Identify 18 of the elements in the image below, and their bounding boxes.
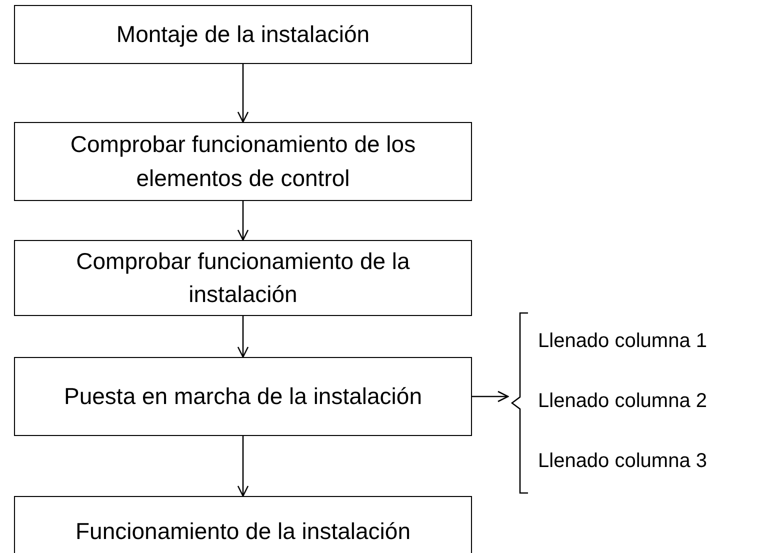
- item-text: Llenado columna 3: [538, 450, 708, 473]
- process-box: [14, 357, 472, 436]
- box-text: Funcionamiento de la instalación: [76, 516, 410, 546]
- arrow: [237, 201, 249, 241]
- process-box: [14, 240, 472, 316]
- item-text: Llenado columna 1: [538, 330, 708, 353]
- box-text: Comprobar funcionamiento de los elementos de control: [69, 130, 417, 192]
- process-box: [14, 122, 472, 201]
- box-text: Comprobar funcionamiento de la instalación: [75, 246, 411, 309]
- box-text: Puesta en marcha de la instalación: [64, 382, 422, 411]
- item-text: Llenado columna 2: [538, 390, 708, 413]
- box-text: Montaje de la instalación: [116, 20, 370, 49]
- arrow: [237, 316, 249, 358]
- arrow: [472, 390, 509, 402]
- process-box: [14, 5, 472, 64]
- arrow: [237, 436, 249, 497]
- process-box: [14, 496, 472, 553]
- arrow: [237, 64, 249, 123]
